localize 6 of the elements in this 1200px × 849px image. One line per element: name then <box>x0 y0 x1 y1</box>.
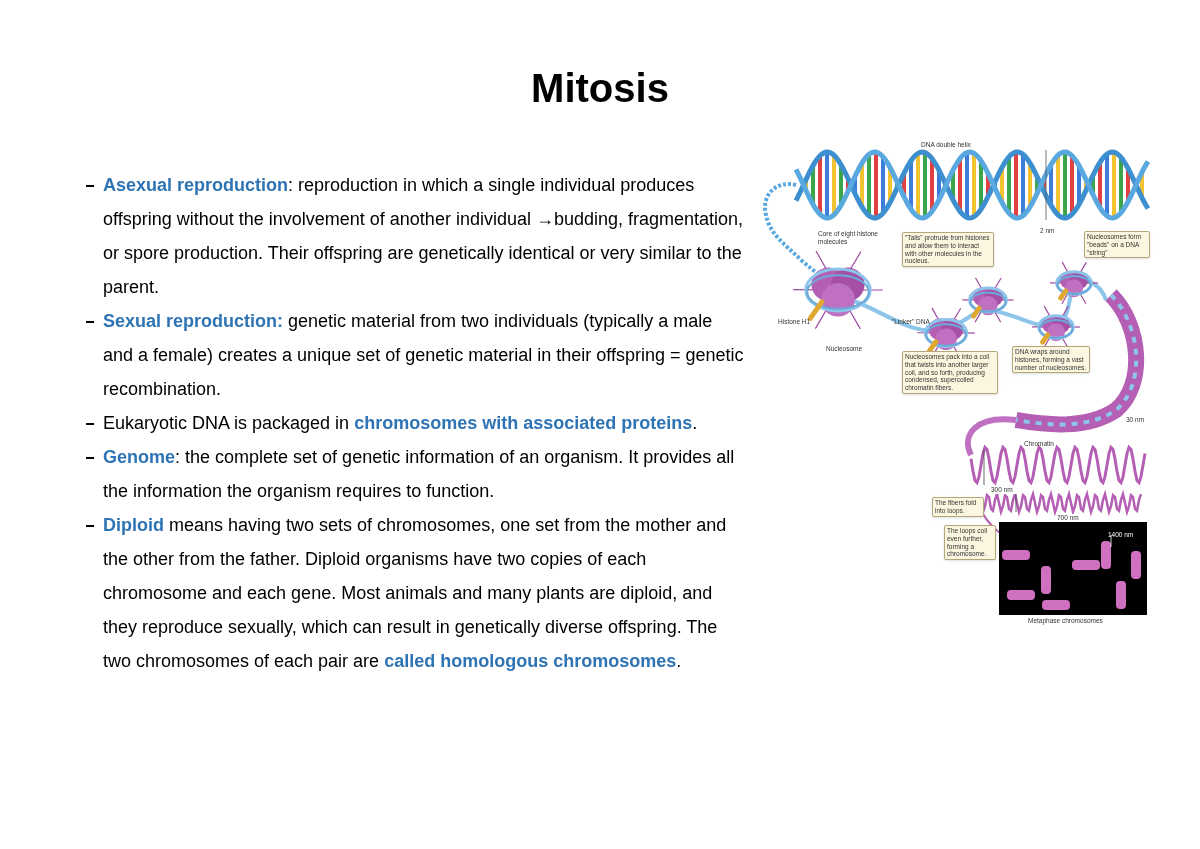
bullet-text: Eukaryotic DNA is packaged in chromosomes with associated proteins. <box>103 413 698 433</box>
bullet-text: Diploid means having two sets of chromosomes, one set from the mother and the other from the father. Diploid organisms have two copies of each chromosome and each gene. Most animals and many plants are diploid, and they reproduce sexually, which can result in genetically diverse offspring. The two chromosomes of each pair are called homologous chromosomes. <box>103 515 727 671</box>
bullet-text: Genome: the complete set of genetic information of an organism. It provides all the information the organism requires to function. <box>103 447 735 501</box>
bullet-text: Asexual reproduction: reproduction in which a single individual produces offspring without the involvement of another individual →budding, fragmentation, or spore production. Their offspring are genetically identical or very similar to the parent. <box>103 175 744 297</box>
page-title: Mitosis <box>531 65 669 112</box>
bullet-text: Sexual reproduction: genetic material from two individuals (typically a male and a female) creates a unique set of genetic material in their offspring = genetic recombination. <box>103 311 744 399</box>
